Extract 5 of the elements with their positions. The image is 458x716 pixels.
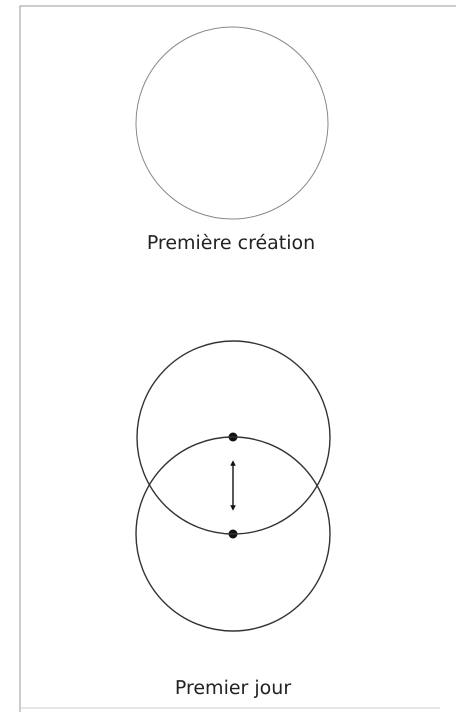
circle-outline	[134, 25, 330, 221]
caption: Premier jour	[174, 677, 292, 699]
circle-outline	[134, 339, 332, 536]
circle-outline	[134, 435, 332, 633]
caption: Première création	[146, 232, 316, 254]
